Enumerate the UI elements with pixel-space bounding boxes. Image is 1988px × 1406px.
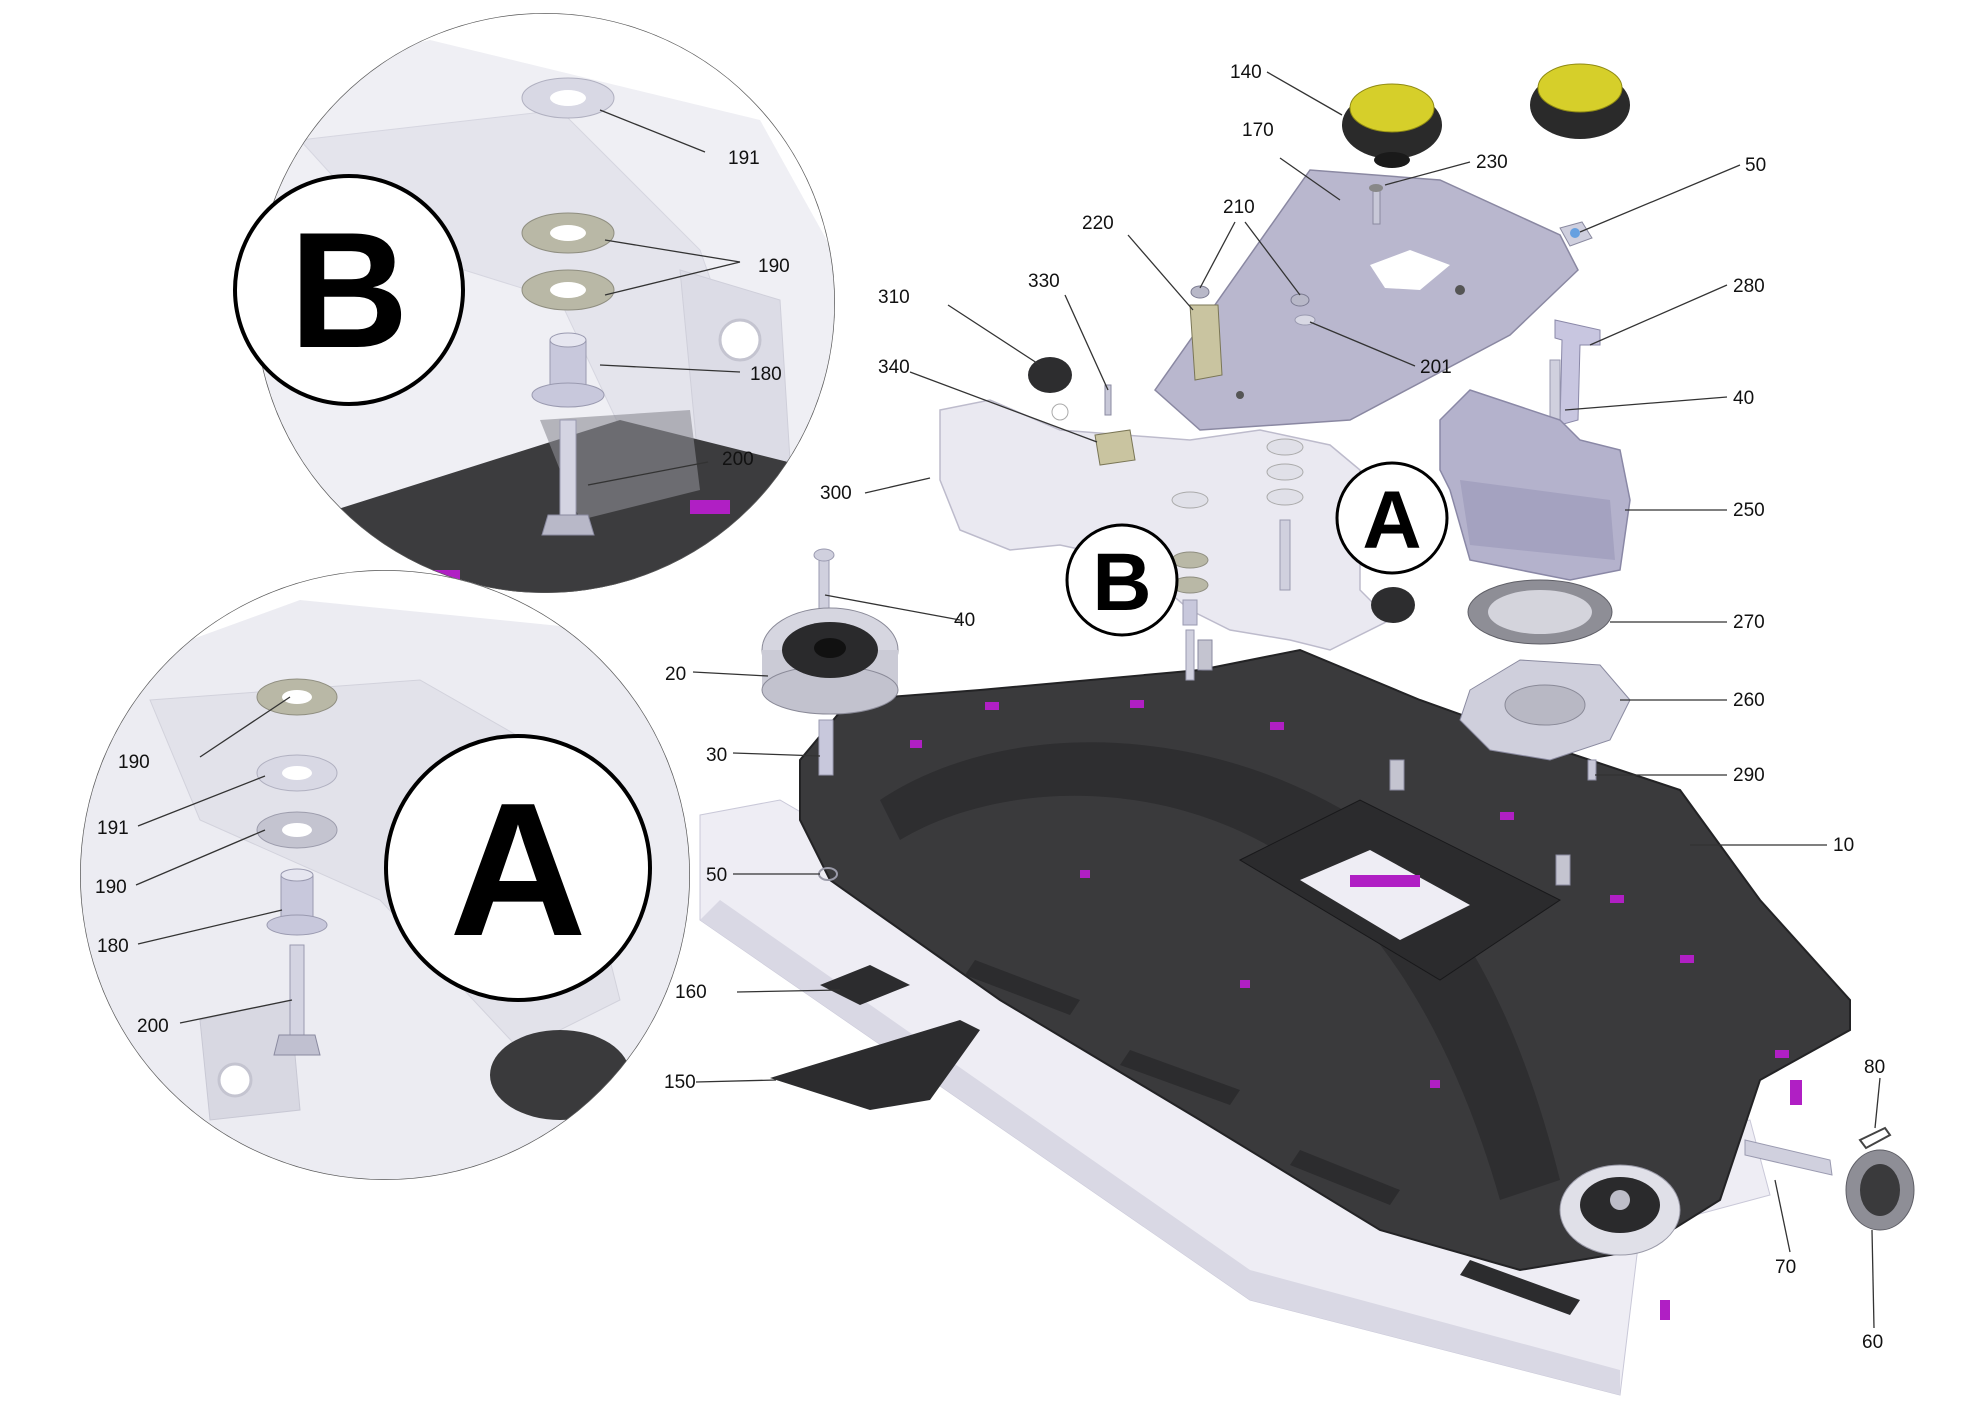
callout-40-right: 40 [1733,388,1754,409]
leader-lines [135,71,1881,1329]
callout-50-left: 50 [706,865,727,886]
nut-210-a [1190,285,1210,299]
cap-310 [1028,357,1072,393]
callout-40-left: 40 [954,610,975,631]
callout-200-detail-a: 200 [137,1016,169,1037]
callout-150: 150 [664,1072,696,1093]
pad-160 [820,965,910,1005]
axle-70 [1744,1139,1833,1176]
callout-170: 170 [1242,120,1274,141]
callout-10: 10 [1833,835,1854,856]
screw-230 [1372,187,1381,225]
badge-a-main-letter: A [1362,475,1421,566]
bolt-200-detail-b [559,419,577,516]
callout-201: 201 [1420,357,1452,378]
callout-180-detail-a: 180 [97,936,129,957]
callout-280: 280 [1733,276,1765,297]
callout-140: 140 [1230,62,1262,83]
screw-290 [1587,759,1597,781]
callout-160: 160 [675,982,707,1003]
housing-accents [910,700,1802,1320]
callout-270: 270 [1733,612,1765,633]
callout-191-detail-a: 191 [97,818,129,839]
badge-b-main [1065,523,1179,637]
callout-200-detail-b: 200 [722,449,754,470]
callout-190-detail-b: 190 [758,256,790,277]
clamp-340 [1094,429,1136,466]
main-assembly [699,639,1851,1396]
callout-60: 60 [1862,1332,1883,1353]
callout-50-top: 50 [1745,155,1766,176]
knob-140-right [1530,63,1630,139]
badge-b-main-letter: B [1092,537,1151,628]
axle-30 [818,719,834,776]
detail-a-letter-badge [384,734,652,1002]
callout-230: 230 [1476,152,1508,173]
nut-210-b [1290,293,1310,307]
callout-190-detail-a-top: 190 [118,752,150,773]
callout-290: 290 [1733,765,1765,786]
callout-20: 20 [665,664,686,685]
detail-b-letter: B [289,198,408,382]
bracket-280 [1554,319,1601,426]
callout-310: 310 [878,287,910,308]
callout-340: 340 [878,357,910,378]
callout-70: 70 [1775,1257,1796,1278]
wheel-20-group [761,548,899,776]
badge-a-main [1335,461,1449,575]
detail-a-letter: A [449,764,586,976]
callout-300: 300 [820,483,852,504]
callout-210: 210 [1223,197,1255,218]
callout-30: 30 [706,745,727,766]
callout-260: 260 [1733,690,1765,711]
brush-clips [770,960,1580,1315]
callout-330: 330 [1028,271,1060,292]
callout-191-detail-b: 191 [728,148,760,169]
clip-80 [1858,1126,1892,1150]
clip-150 [770,1020,980,1110]
bracket-plate-300 [939,399,1392,651]
clamp-220 [1189,304,1223,381]
screw-330 [1104,384,1112,416]
callout-220: 220 [1082,213,1114,234]
cap-310-lower [1371,587,1415,623]
callout-180-detail-b: 180 [750,364,782,385]
callout-labels: 191 190 180 200 190 191 190 180 200 140 … [95,62,1885,1353]
detail-b-letter-badge [233,174,465,406]
detail-a-inset: A [80,570,690,1180]
callout-190-detail-a-bottom: 190 [95,877,127,898]
cover-plate-170 [1154,169,1579,431]
bolt-200-detail-a [289,944,305,1036]
callout-250: 250 [1733,500,1765,521]
callout-80: 80 [1864,1057,1885,1078]
housing-10 [799,648,1851,1272]
knob-140-left [1342,83,1442,168]
detail-b-inset: B [233,13,835,593]
